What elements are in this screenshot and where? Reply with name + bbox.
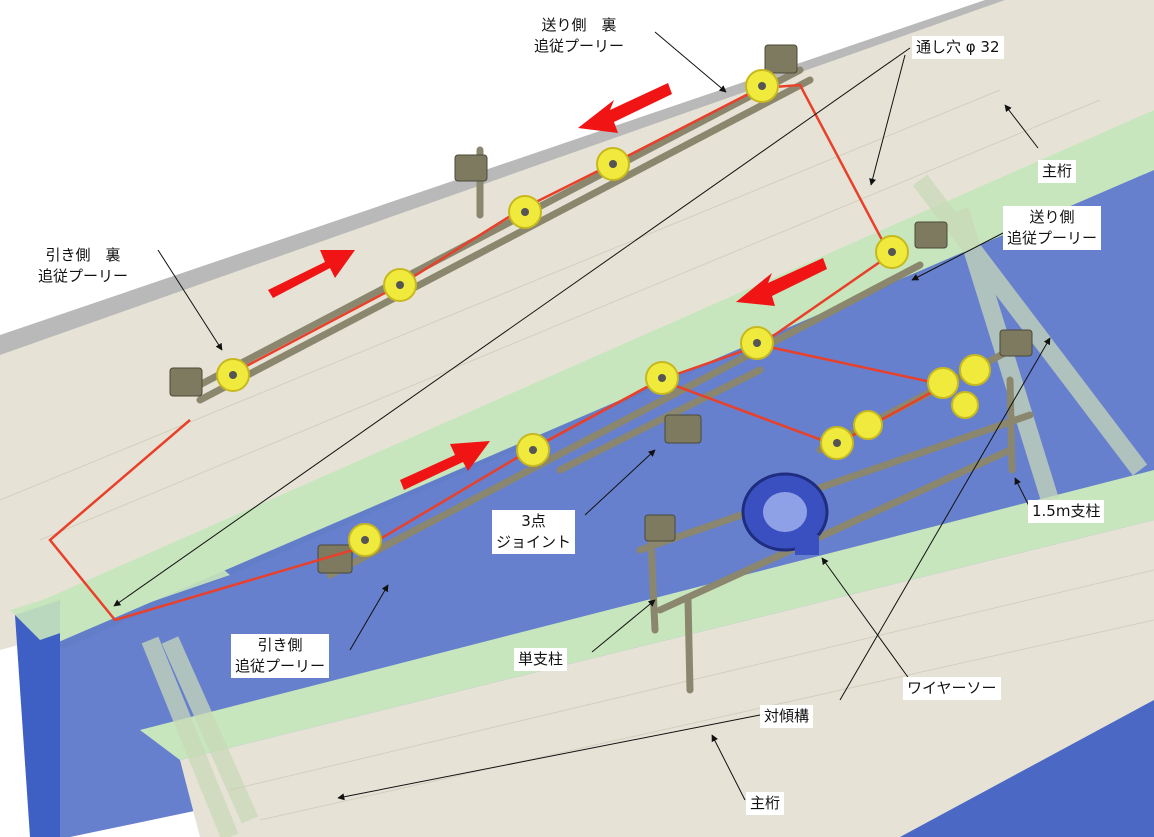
label-sway-bracing: 対傾構 <box>760 705 814 728</box>
pulley <box>959 354 991 386</box>
label-send-pulley: 送り側 追従プーリー <box>1003 206 1102 250</box>
lower-flange <box>140 470 1154 760</box>
pulley <box>853 410 883 440</box>
leader-lines <box>113 31 1051 801</box>
arrow-left <box>578 83 672 133</box>
label-send-back-pulley: 送り側 裏 追従プーリー <box>530 14 629 58</box>
left-flange-top <box>10 550 230 640</box>
label-through-hole: 通し穴 φ 32 <box>912 36 1004 59</box>
upper-flange <box>20 110 1154 650</box>
pulley <box>927 367 959 399</box>
label-main-girder-top: 主桁 <box>1038 160 1077 183</box>
upper-deck <box>0 0 1154 650</box>
arrow-right <box>400 441 490 490</box>
arrow-left <box>736 258 827 306</box>
label-pull-back-pulley: 引き側 裏 追従プーリー <box>34 244 133 288</box>
left-girder-end <box>15 600 60 837</box>
lower-deck <box>180 520 1154 837</box>
clamp-blocks <box>169 44 1033 574</box>
wire-saw-machine <box>741 472 829 555</box>
arrow-right <box>268 250 355 298</box>
label-wire-saw: ワイヤーソー <box>903 677 1001 700</box>
label-post-1-5m: 1.5m支柱 <box>1028 500 1105 523</box>
direction-arrows <box>268 83 827 490</box>
label-three-point-joint: 3点 ジョイント <box>492 510 576 554</box>
label-pull-pulley: 引き側 追従プーリー <box>231 634 330 678</box>
label-single-post: 単支柱 <box>514 648 568 671</box>
label-main-girder-bottom: 主桁 <box>746 792 785 815</box>
pulley <box>951 391 979 419</box>
pulleys <box>216 69 991 557</box>
lower-web <box>900 700 1154 837</box>
